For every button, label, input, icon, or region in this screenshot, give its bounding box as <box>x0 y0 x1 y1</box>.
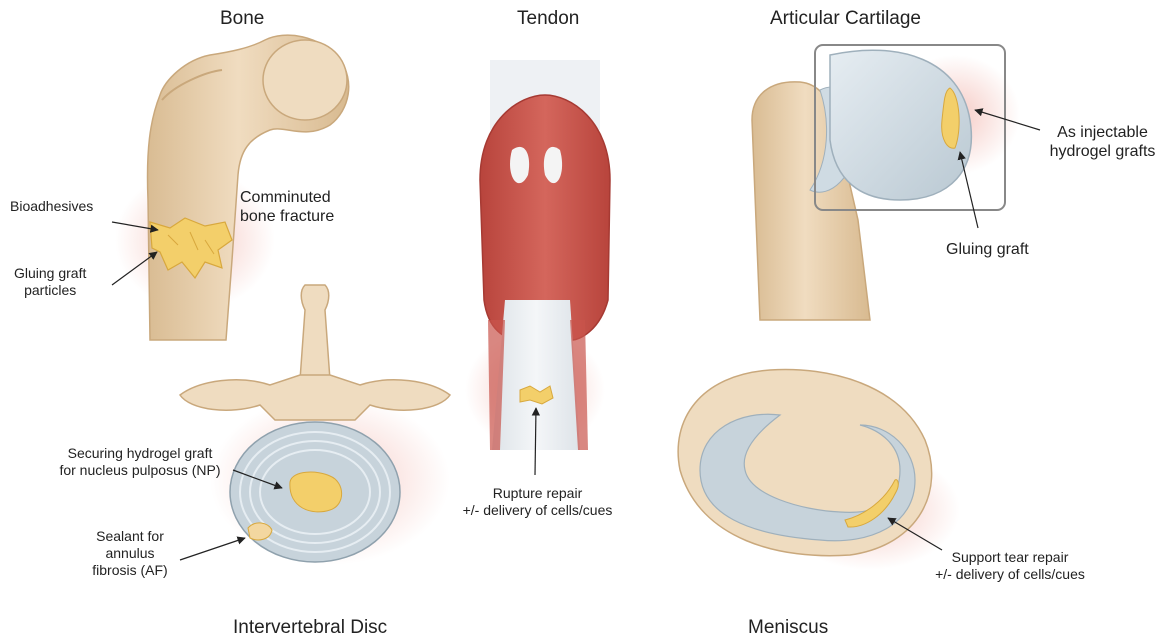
disc-np-label: Securing hydrogel graft for nucleus pulp… <box>45 445 235 479</box>
bone-particles-label: Gluing graft particles <box>14 265 86 299</box>
tendon-illustration <box>465 60 610 450</box>
meniscus-illustration <box>678 369 960 570</box>
bone-title: Bone <box>220 8 264 31</box>
bone-bioadhesives-label: Bioadhesives <box>10 198 93 215</box>
tendon-repair-label: Rupture repair +/- delivery of cells/cue… <box>445 485 630 519</box>
cartilage-gluing-label: Gluing graft <box>946 240 1029 259</box>
tendon-title: Tendon <box>517 8 579 31</box>
meniscus-title: Meniscus <box>748 617 828 640</box>
bone-fracture-label: Comminuted bone fracture <box>240 188 334 226</box>
disc-af-label: Sealant for annulus fibrosis (AF) <box>75 528 185 578</box>
disc-title: Intervertebral Disc <box>233 617 387 640</box>
cartilage-injectable-label: As injectable hydrogel grafts <box>1030 123 1175 161</box>
cartilage-illustration <box>752 45 1020 320</box>
cartilage-title: Articular Cartilage <box>770 8 921 31</box>
meniscus-tear-label: Support tear repair +/- delivery of cell… <box>905 549 1115 583</box>
